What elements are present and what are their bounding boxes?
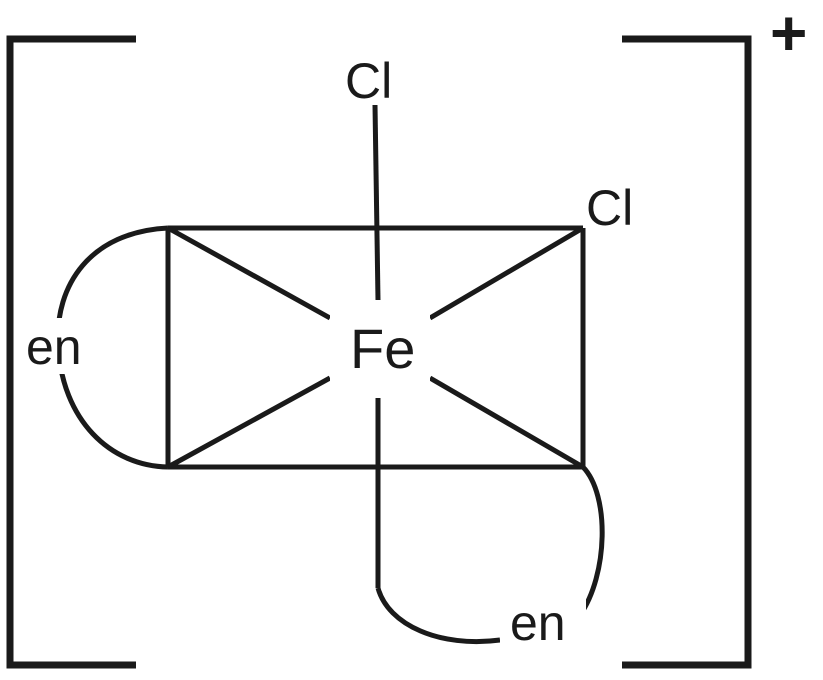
mask-en-bottom [500, 594, 586, 652]
right-bracket [622, 35, 752, 669]
bond-fe-top-left [166, 225, 332, 321]
chelate-arc-bottom-right [577, 465, 605, 617]
bond-fe-bottom-left [166, 375, 332, 470]
left-bracket [6, 35, 136, 669]
axial-cl-label: Cl [345, 53, 392, 109]
bond-fe-top-right [428, 225, 585, 321]
mask-en-left [22, 318, 98, 374]
chelate-arc-bottom [375, 587, 501, 645]
bond-fe-axial-cl [372, 104, 381, 301]
en-label-left: en [26, 319, 82, 375]
bond-fe-bottom-right [428, 375, 585, 470]
en-label-bottom: en [510, 595, 566, 651]
mask-fe [330, 300, 430, 398]
metal-label: Fe [350, 317, 415, 380]
equatorial-cl-label: Cl [586, 180, 633, 236]
complex-charge: + [770, 0, 807, 69]
